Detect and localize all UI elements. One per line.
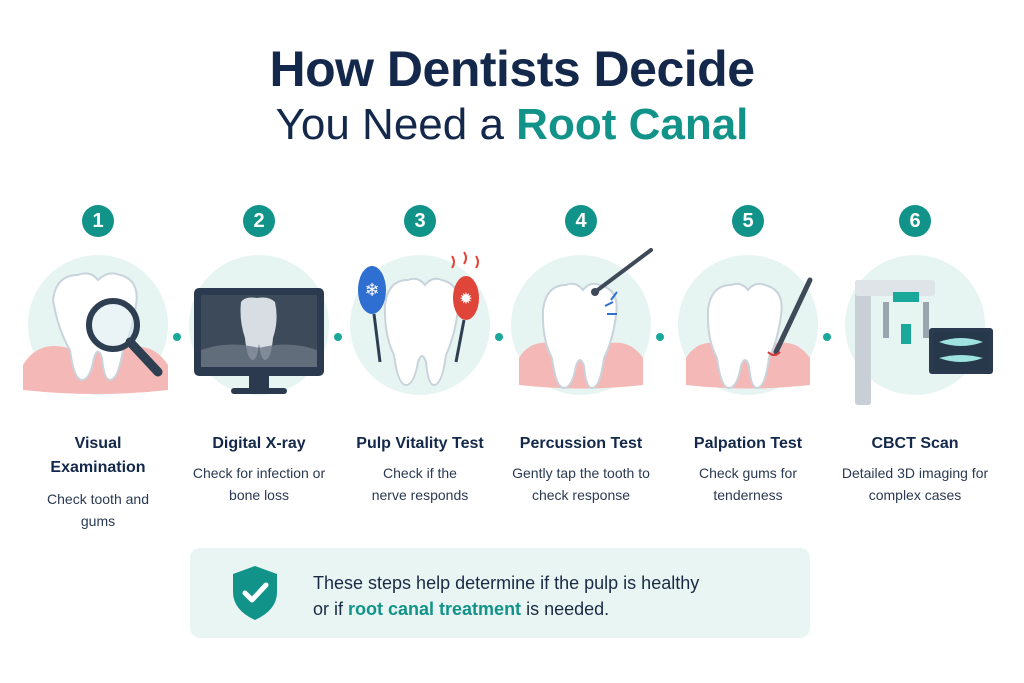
- step-number-badge: 2: [243, 205, 275, 237]
- step-illustration: [845, 255, 993, 405]
- note-line-1: These steps help determine if the pulp i…: [313, 573, 700, 593]
- step-digital-xray: 2 Digital X-ray Check for infection or b…: [174, 200, 344, 540]
- summary-note: These steps help determine if the pulp i…: [190, 548, 810, 638]
- step-number-badge: 4: [565, 205, 597, 237]
- magnifier-tooth-icon: [23, 272, 168, 394]
- cbct-scanner-icon: [855, 280, 993, 405]
- step-number-badge: 1: [82, 205, 114, 237]
- connector-dot: [656, 333, 664, 341]
- step-title: Pulp Vitality Test: [356, 435, 484, 452]
- page-title: How Dentists Decide: [269, 41, 755, 97]
- subtitle-text: You Need a: [275, 100, 517, 149]
- step-description: Check if the nerve responds: [371, 465, 469, 503]
- connector-dot: [823, 333, 831, 341]
- step-illustration: [678, 255, 818, 395]
- page-subtitle: You Need a Root Canal: [0, 100, 1024, 150]
- note-text: These steps help determine if the pulp i…: [313, 570, 793, 622]
- step-pulp-vitality-test: 3 ❄ ✹ Pulp Vitality Test Check if the ne…: [335, 200, 505, 540]
- tap-instrument-icon: [519, 248, 653, 390]
- step-illustration: [23, 255, 168, 395]
- step-title: Digital X-ray: [212, 435, 306, 452]
- note-line-2-accent: root canal treatment: [348, 599, 522, 619]
- connector-dot: [495, 333, 503, 341]
- step-illustration: ❄ ✹: [350, 251, 490, 395]
- step-description: Check tooth and gums: [47, 491, 149, 529]
- step-title: Palpation Test: [693, 435, 803, 452]
- note-line-2: or if root canal treatment is needed.: [313, 596, 793, 622]
- subtitle-accent: Root Canal: [516, 100, 749, 149]
- step-illustration: [189, 255, 329, 395]
- steps-row: 1 Visual Examination Check tooth and gum…: [0, 200, 1024, 540]
- step-description: Check gums for tenderness: [698, 465, 798, 503]
- shield-check-icon: [233, 566, 277, 620]
- step-title: Visual Examination: [50, 435, 146, 476]
- step-number-badge: 3: [404, 205, 436, 237]
- xray-monitor-icon: [194, 288, 324, 394]
- step-title: Percussion Test: [519, 435, 643, 452]
- note-line-2-post: is needed.: [521, 599, 610, 619]
- step-title: CBCT Scan: [871, 435, 959, 452]
- step-description: Detailed 3D imaging for complex cases: [841, 465, 989, 503]
- step-description: Check for infection or bone loss: [192, 465, 326, 503]
- step-palpation-test: 5 Palpation Test Check gums for tenderne…: [663, 200, 833, 540]
- connector-dot: [334, 333, 342, 341]
- svg-text:✹: ✹: [459, 289, 472, 308]
- cold-heat-test-icon: ❄ ✹: [358, 251, 479, 387]
- step-number-badge: 5: [732, 205, 764, 237]
- step-visual-examination: 1 Visual Examination Check tooth and gum…: [13, 200, 183, 540]
- note-line-2-pre: or if: [313, 599, 349, 619]
- step-number-badge: 6: [899, 205, 931, 237]
- step-description: Gently tap the tooth to check response: [512, 465, 650, 503]
- step-illustration: [511, 248, 653, 395]
- step-percussion-test: 4 Percussion Test Gently tap the tooth t…: [496, 200, 666, 540]
- step-cbct-scan: 6 CBCT Scan Detailed 3D imaging for comp…: [830, 200, 1000, 540]
- svg-text:❄: ❄: [364, 280, 379, 301]
- probe-gum-icon: [686, 277, 813, 390]
- connector-dot: [173, 333, 181, 341]
